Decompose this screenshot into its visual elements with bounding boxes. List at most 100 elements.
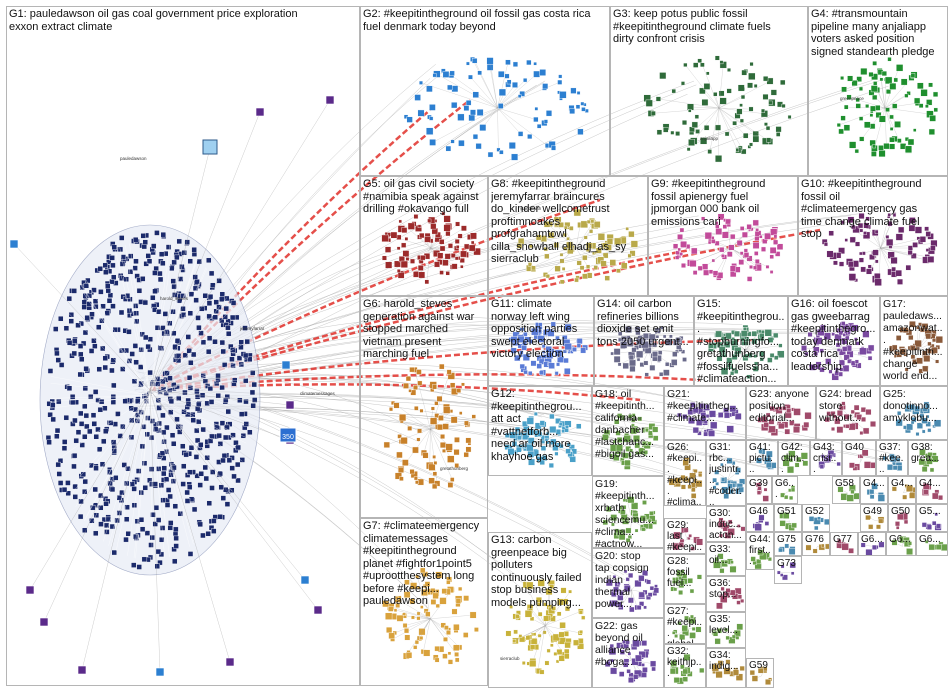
graph-node <box>195 315 201 321</box>
edge <box>149 394 243 462</box>
edge <box>471 107 498 118</box>
graph-node <box>151 243 157 249</box>
edge <box>149 377 250 396</box>
graph-node <box>96 366 102 372</box>
graph-node <box>110 274 117 280</box>
graph-node <box>71 350 78 357</box>
group-cell-g29: G29: last #keepi... <box>664 518 706 554</box>
graph-node <box>511 153 519 161</box>
graph-node <box>161 470 167 477</box>
edge <box>149 389 231 663</box>
graph-node <box>551 145 556 151</box>
graph-node <box>242 352 249 359</box>
graph-node <box>183 451 189 458</box>
graph-node <box>188 360 194 366</box>
graph-node <box>442 71 450 78</box>
graph-node <box>180 443 186 449</box>
group-label: G12: #keepitinthegrou... att act #vattne… <box>491 388 582 463</box>
edge <box>67 394 151 491</box>
graph-node <box>110 303 116 309</box>
group-cell-g5b: G5... <box>916 504 948 532</box>
group-cell-g52: G52 <box>802 504 830 532</box>
edge <box>119 247 151 396</box>
group-label: G6: harold_steves generation against war… <box>363 298 475 360</box>
edge <box>718 107 752 110</box>
edge <box>149 394 190 547</box>
graph-node <box>167 493 173 500</box>
group-label: G23: anyone position editorial... <box>749 388 810 424</box>
graph-node <box>236 355 243 361</box>
group-cell-g7: G7: #climateemergency climatemessages #k… <box>360 518 488 686</box>
group-label: G17: pauledaws... amazonwat... #keepitin… <box>883 298 943 382</box>
group-label: G6... <box>889 534 911 545</box>
group-label: G31: rbc... justintr... #coder... <box>709 442 742 506</box>
graph-node <box>300 575 310 585</box>
graph-node <box>181 409 187 415</box>
group-cell-g51: G51 <box>774 504 802 532</box>
graph-node <box>158 537 165 543</box>
graph-node <box>56 398 62 405</box>
graph-node <box>103 428 109 434</box>
group-cell-g15: G15: #keepitinthegrou... #stopburningfo.… <box>694 296 788 386</box>
graph-node <box>224 501 231 507</box>
graph-node <box>207 386 214 392</box>
graph-node <box>581 107 586 112</box>
graph-node <box>519 90 526 97</box>
graph-node <box>185 401 192 408</box>
graph-node <box>243 421 249 427</box>
group-cell-g59: G59 <box>746 658 774 688</box>
group-cell-g4d: G4... <box>916 476 948 504</box>
graph-node <box>47 368 54 374</box>
graph-node <box>414 94 421 101</box>
group-label: G35: level... <box>709 614 738 636</box>
graph-node <box>229 465 235 471</box>
graph-node <box>229 314 236 321</box>
graph-node <box>109 367 115 374</box>
graph-node <box>707 149 712 154</box>
graph-node <box>748 106 754 112</box>
graph-node <box>477 70 482 76</box>
graph-node <box>219 420 226 426</box>
graph-node <box>176 395 182 401</box>
graph-node <box>533 61 537 66</box>
group-cell-g6c: G6... <box>858 532 886 556</box>
graph-node <box>82 434 88 440</box>
group-cell-g21: G21: #keepitintheg... #climate... <box>664 386 746 440</box>
graph-node <box>231 473 237 480</box>
graph-node <box>247 356 253 363</box>
graph-node <box>133 318 140 325</box>
graph-node <box>164 424 170 431</box>
graph-node <box>159 525 166 531</box>
graph-node <box>53 326 59 332</box>
graph-node <box>545 110 553 117</box>
edge <box>149 373 249 396</box>
group-label: G6... <box>919 534 941 545</box>
graph-node <box>715 155 723 163</box>
graph-node <box>238 411 245 417</box>
graph-node <box>155 667 165 677</box>
group-cell-g6x: G6... <box>772 476 798 504</box>
graph-node <box>125 465 131 472</box>
edge <box>718 96 744 109</box>
graph-node <box>109 486 116 493</box>
graph-node <box>173 526 179 533</box>
graph-node <box>425 127 434 135</box>
group-cell-g24: G24: bread store without... <box>816 386 880 440</box>
graph-node <box>132 265 138 271</box>
edge <box>718 107 744 152</box>
group-cell-g1: G1: pauledawson oil gas coal government … <box>6 6 360 686</box>
group-cell-g58: G58 <box>832 476 860 504</box>
graph-node <box>497 70 505 78</box>
graph-node <box>145 253 151 259</box>
graph-node <box>133 359 139 365</box>
graph-node <box>144 530 151 536</box>
graph-node <box>558 74 563 79</box>
graph-node <box>101 438 107 445</box>
graph-node <box>157 559 163 566</box>
graph-node <box>25 585 35 595</box>
graph-node <box>171 259 177 266</box>
graph-node <box>487 151 494 158</box>
graph-node <box>128 434 135 440</box>
graph-node <box>46 439 52 445</box>
edge <box>149 389 161 673</box>
